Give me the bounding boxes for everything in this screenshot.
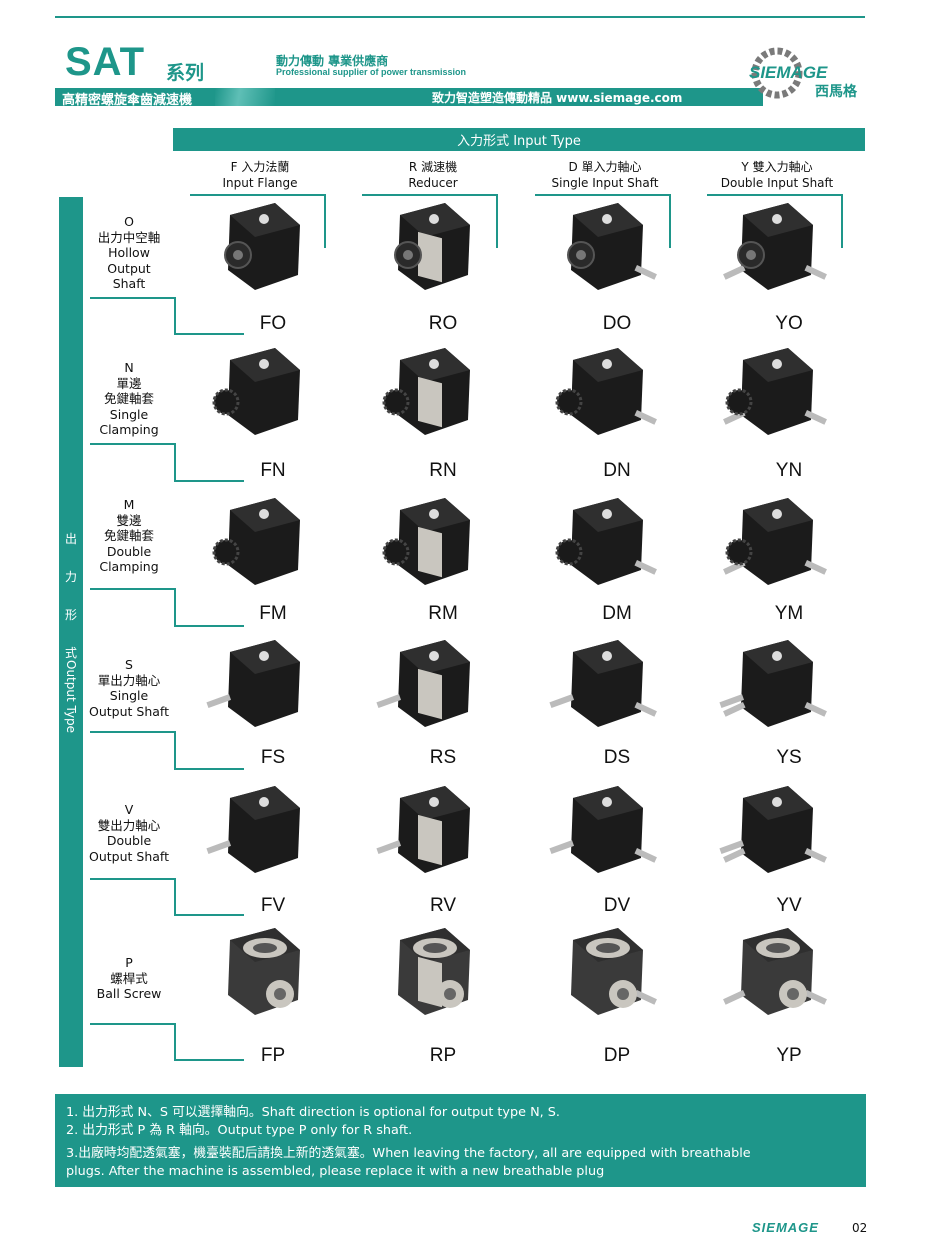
note-3: 3.出廠時均配透氣塞，機臺裝配后請換上新的透氣塞。When leaving th… <box>66 1146 751 1161</box>
product-image-rv <box>370 778 490 898</box>
top-rule <box>55 16 865 18</box>
row-bracket <box>90 297 176 335</box>
product-code: FP <box>260 1045 286 1066</box>
logo-cn: 西馬格 <box>815 83 858 100</box>
product-image-ys <box>713 632 833 752</box>
product-image-fm <box>200 490 320 610</box>
output-type-label-en: Output Type <box>64 660 78 734</box>
product-code: YS <box>776 747 802 768</box>
row-bracket <box>90 731 176 770</box>
footer-brand: SIEMAGE <box>752 1220 819 1235</box>
product-code: DN <box>603 460 631 481</box>
product-code: RV <box>429 895 457 916</box>
tagline-en: Professional supplier of power transmiss… <box>276 67 467 77</box>
product-image-yp <box>713 920 833 1040</box>
siemage-logo: SIEMAGE 西馬格 <box>745 40 870 106</box>
banner-product-name: 高精密螺旋傘齒減速機 <box>62 93 193 108</box>
product-image-fo <box>200 195 320 315</box>
product-code: YP <box>776 1045 802 1066</box>
product-code: DS <box>603 747 631 768</box>
product-image-fp <box>200 920 320 1040</box>
product-code: YV <box>776 895 802 916</box>
product-image-ds <box>543 632 663 752</box>
product-image-dm <box>543 490 663 610</box>
notes-box <box>55 1094 866 1187</box>
row-bracket <box>174 333 244 335</box>
product-code: DM <box>602 603 632 624</box>
series-title: SAT <box>65 40 146 84</box>
row-bracket <box>90 588 176 627</box>
product-code: YO <box>775 313 803 334</box>
product-code: RS <box>429 747 457 768</box>
product-code: YN <box>775 460 803 481</box>
row-bracket <box>90 1023 176 1061</box>
row-bracket <box>174 914 244 916</box>
row-bracket <box>174 768 244 770</box>
product-image-rn <box>370 340 490 460</box>
product-code: DV <box>603 895 631 916</box>
product-code: RN <box>429 460 457 481</box>
row-bracket <box>174 480 244 482</box>
tagline-cn: 動力傳動 專業供應商 <box>276 54 389 68</box>
product-code: YM <box>774 603 804 624</box>
row-bracket <box>174 1059 244 1061</box>
product-code: FN <box>260 460 286 481</box>
input-type-bar: 入力形式 Input Type <box>173 128 865 151</box>
note-3-cont: plugs. After the machine is assembled, p… <box>66 1164 605 1179</box>
gear-icon <box>751 47 803 99</box>
row-bracket <box>174 625 244 627</box>
product-image-dv <box>543 778 663 898</box>
product-image-fs <box>200 632 320 752</box>
note-2: 2. 出力形式 P 為 R 軸向。Output type P only for … <box>66 1123 413 1138</box>
product-image-fn <box>200 340 320 460</box>
product-code: DP <box>603 1045 631 1066</box>
product-code: RO <box>428 313 458 334</box>
output-type-label-cn: 出 力 形 式 <box>64 532 77 660</box>
product-code: RM <box>428 603 458 624</box>
product-image-rs <box>370 632 490 752</box>
product-image-do <box>543 195 663 315</box>
product-code: RP <box>429 1045 457 1066</box>
page-number: 02 <box>852 1221 868 1235</box>
column-bracket <box>190 194 326 248</box>
product-image-ro <box>370 195 490 315</box>
product-image-rm <box>370 490 490 610</box>
product-code: FO <box>259 313 287 334</box>
product-code: FV <box>260 895 286 916</box>
column-bracket <box>535 194 671 248</box>
banner-stripe <box>215 88 275 106</box>
output-type-bar <box>59 197 83 1067</box>
product-image-dn <box>543 340 663 460</box>
column-bracket <box>362 194 498 248</box>
product-image-rp <box>370 920 490 1040</box>
product-image-yo <box>713 195 833 315</box>
product-image-fv <box>200 778 320 898</box>
banner-slogan: 致力智造塑造傳動精品 www.siemage.com <box>432 91 683 105</box>
product-image-dp <box>543 920 663 1040</box>
logo-wordmark: SIEMAGE <box>749 63 828 82</box>
column-bracket <box>707 194 843 248</box>
product-code: DO <box>602 313 632 334</box>
product-code: FS <box>260 747 286 768</box>
product-code: FM <box>259 603 287 624</box>
series-subtitle: 系列 <box>166 62 205 84</box>
note-1: 1. 出力形式 N、S 可以選擇軸向。Shaft direction is op… <box>66 1105 560 1120</box>
product-image-yv <box>713 778 833 898</box>
product-image-yn <box>713 340 833 460</box>
row-bracket <box>90 878 176 916</box>
product-image-ym <box>713 490 833 610</box>
row-bracket <box>90 443 176 482</box>
